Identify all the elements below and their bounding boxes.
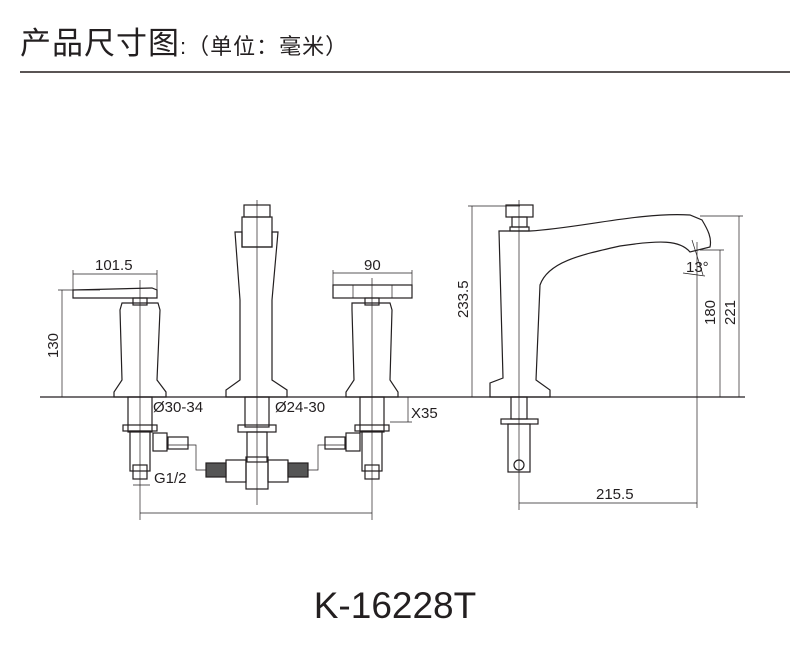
center-spout [168,200,346,505]
model-number: K-16228T [313,585,477,626]
left-lever-handle [72,280,189,520]
side-view-spout [489,200,712,510]
dim-lever-width: 101.5 [95,257,133,274]
dim-outlet-height: 180 [702,300,719,325]
dim-cross-width: 90 [364,257,381,274]
dim-max-deck: X35 [411,405,438,422]
dim-spout-angle: 13° [686,259,709,276]
right-cross-handle [324,278,413,520]
dimension-lines-side [468,205,743,508]
dim-reach: 215.5 [596,486,634,503]
dim-total-height: 233.5 [455,280,472,318]
dimension-lines-front [58,270,413,514]
dim-hole-center: Ø24-30 [275,399,325,416]
page-title: 产品尺寸图:（单位：毫米） [20,26,349,61]
dim-hole-left: Ø30-34 [153,399,203,416]
title-divider [20,71,790,73]
dim-thread: G1/2 [154,470,187,487]
dim-handle-height: 130 [45,333,62,358]
dim-spout-height: 221 [722,300,739,325]
